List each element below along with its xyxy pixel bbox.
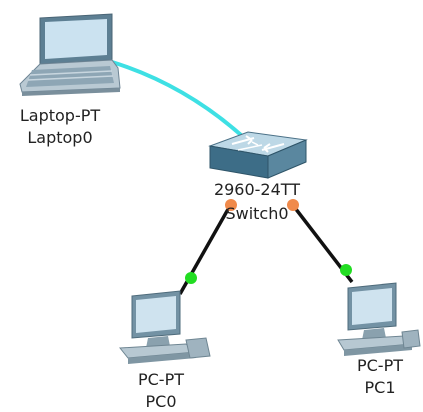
device-name-label: Laptop0	[27, 128, 93, 147]
console-cable-laptop-switch[interactable]	[110, 60, 254, 147]
device-model-label: PC-PT	[137, 370, 184, 389]
device-name-label: Switch0	[225, 204, 289, 223]
link-light-pc1	[340, 264, 352, 276]
pc-icon[interactable]	[119, 290, 211, 364]
switch-icon[interactable]	[208, 131, 308, 179]
laptop-icon[interactable]	[19, 13, 121, 96]
device-model-label: PC-PT	[356, 356, 403, 375]
device-name-label: PC0	[145, 392, 177, 411]
link-light-switch-pc1	[287, 199, 299, 211]
device-name-label: PC1	[364, 378, 396, 397]
link-light-pc0	[185, 272, 197, 284]
link-light-switch-pc0	[225, 199, 237, 211]
pc-icon[interactable]	[337, 282, 421, 356]
device-model-label: 2960-24TT	[213, 180, 301, 199]
device-model-label: Laptop-PT	[19, 106, 101, 125]
